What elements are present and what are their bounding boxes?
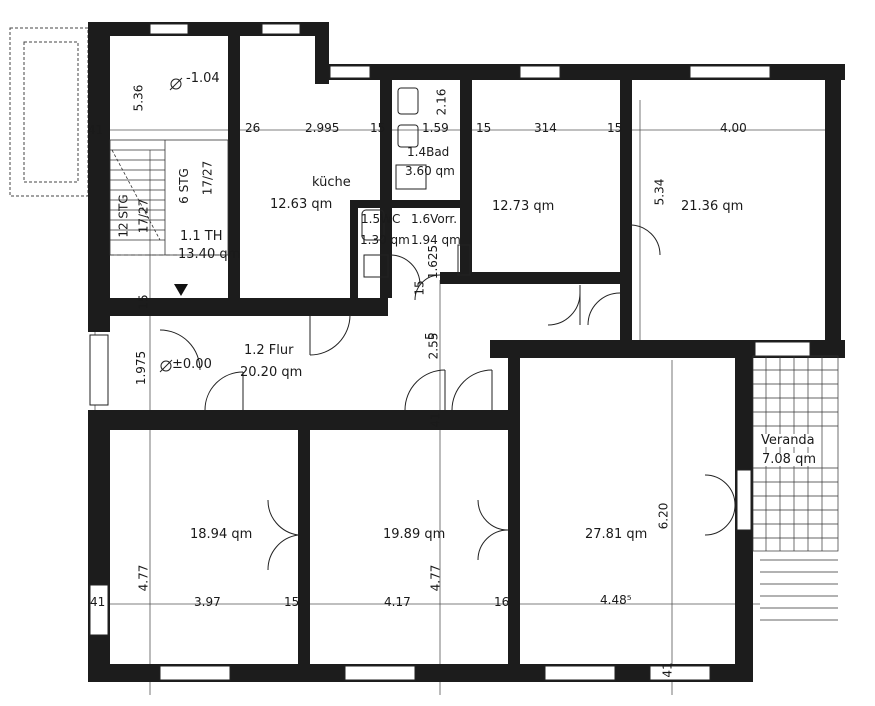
dim-5: 5	[422, 332, 437, 340]
dim-1975: 1.975	[134, 350, 149, 386]
door-swings	[159, 224, 736, 571]
level-lower: -1.04	[186, 71, 220, 86]
stair-steps-a: 12 STG	[116, 194, 131, 238]
stair-steps-b: 6 STG	[176, 168, 191, 204]
veranda-area: 7.08 qm	[762, 452, 816, 467]
dim-159: 1.59	[422, 121, 449, 135]
dim-620: 6.20	[656, 502, 671, 530]
dim-314: 314	[534, 121, 557, 135]
dim-16: 16	[494, 595, 510, 609]
flur-area: 20.20 qm	[240, 365, 303, 380]
dim-41-bot: 41	[90, 595, 106, 609]
wc-area: 1.30 qm	[360, 233, 410, 247]
vorr-name: 1.6Vorr.	[411, 212, 458, 226]
dim-477-b: 4.77	[428, 564, 443, 592]
dim-15-a: 15	[370, 121, 386, 135]
dim-15-c: 15	[607, 121, 623, 135]
stair-treads	[109, 139, 229, 256]
stair-room-area: 13.40 qm	[178, 247, 241, 262]
room-a-area: 12.73 qm	[492, 199, 555, 214]
dim-216: 2.16	[434, 88, 449, 116]
dim-397: 3.97	[194, 595, 221, 609]
dim-41-mid: 41	[428, 412, 443, 428]
level-markers	[159, 77, 183, 373]
stair-ratio-a: 17/27	[136, 198, 151, 234]
level-ground: ±0.00	[172, 357, 212, 372]
dim-15-f: 15	[284, 595, 300, 609]
dim-536: 5.36	[131, 84, 146, 112]
dim-26: 26	[245, 121, 261, 135]
balcony-outline	[9, 27, 89, 197]
sanitary-fixtures	[361, 87, 471, 278]
dim-2995: 2.995	[305, 121, 340, 135]
vorr-area: 1.94 qm	[411, 233, 461, 247]
stair-room-name: 1.1 TH	[180, 229, 223, 244]
wc-name: 1.5WC	[361, 212, 401, 226]
dim-417: 4.17	[384, 595, 411, 609]
room-b-area: 21.36 qm	[681, 199, 744, 214]
room-d-area: 19.89 qm	[383, 527, 446, 542]
veranda-grid	[752, 355, 839, 621]
dim-534: 5.34	[652, 178, 667, 206]
dim-400: 4.00	[720, 121, 747, 135]
dim-15-d: 15	[412, 280, 427, 296]
dim-477-a: 4.77	[136, 564, 151, 592]
kitchen-name: küche	[312, 175, 351, 190]
bath-name: 1.4Bad	[407, 145, 450, 159]
dim-15-b: 15	[476, 121, 492, 135]
dim-41-br: 41	[660, 662, 675, 678]
flur-name: 1.2 Flur	[244, 343, 294, 358]
windows	[89, 23, 811, 681]
dim-15-e: 15	[136, 294, 151, 310]
dim-448: 4.48⁵	[600, 593, 632, 607]
kitchen-area: 12.63 qm	[270, 197, 333, 212]
bath-area: 3.60 qm	[405, 164, 455, 178]
stair-ratio-b: 17/27	[200, 160, 215, 196]
dim-1625: 1.625	[426, 244, 441, 280]
veranda-name: Veranda	[761, 433, 815, 448]
room-e-area: 27.81 qm	[585, 527, 648, 542]
room-c-area: 18.94 qm	[190, 527, 253, 542]
stair-direction-icon	[174, 284, 188, 296]
dim-41-top: 41	[88, 123, 104, 137]
